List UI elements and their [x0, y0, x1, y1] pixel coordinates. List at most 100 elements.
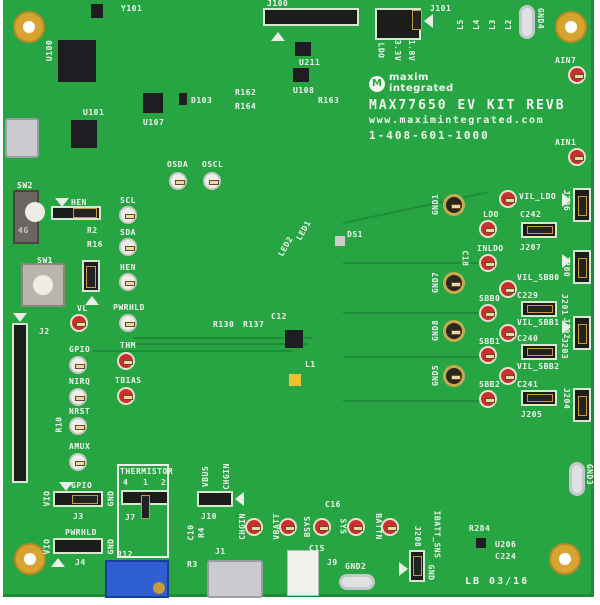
usb-connector-j1[interactable]	[207, 560, 263, 598]
test-point-vbatt[interactable]	[279, 518, 297, 536]
test-point-sbb0[interactable]	[479, 304, 497, 322]
test-point-pwrhld[interactable]	[119, 314, 137, 332]
label-vil-sbb0: VIL_SBB0	[517, 273, 560, 282]
jumper-shunt[interactable]	[141, 495, 150, 519]
jumper-shunt[interactable]	[578, 324, 587, 344]
label-battn: BATTN	[373, 513, 383, 540]
label-chgin: CHGIN	[237, 513, 247, 540]
test-point-vl[interactable]	[70, 314, 88, 332]
label-gnd4: GND4	[536, 7, 546, 30]
test-point-vil-sbb2[interactable]	[499, 367, 517, 385]
battery-connector-j9[interactable]	[287, 550, 319, 596]
test-point-amux[interactable]	[69, 453, 87, 471]
jumper-shunt[interactable]	[72, 495, 98, 504]
test-point-ain1[interactable]	[568, 148, 586, 166]
test-point-tbias[interactable]	[117, 387, 135, 405]
label-gnd-j4: GND	[106, 538, 116, 555]
test-point-sbb2[interactable]	[479, 390, 497, 408]
label-sda: SDA	[120, 228, 136, 237]
mounting-hole	[555, 11, 587, 43]
test-point-gpio[interactable]	[69, 356, 87, 374]
test-point-ldo[interactable]	[479, 220, 497, 238]
label-bsys: BSYS	[303, 515, 313, 538]
brand-line1: maxim	[389, 72, 429, 83]
test-point-oscl[interactable]	[203, 172, 221, 190]
jumper-shunt[interactable]	[578, 258, 587, 278]
label-therm-4: 4	[123, 478, 129, 487]
label-scl: SCL	[120, 196, 136, 205]
gnd4-loop[interactable]	[519, 5, 535, 39]
maxim-logo-icon: M	[369, 76, 385, 92]
test-point-nrst[interactable]	[69, 417, 87, 435]
test-point-sbb1[interactable]	[479, 346, 497, 364]
jumper-shunt[interactable]	[527, 226, 553, 234]
label-gnd1: GND1	[431, 193, 441, 216]
test-point-gnd5[interactable]	[443, 365, 465, 387]
label-j7: J7	[125, 513, 136, 522]
sw2-rating: 4G	[18, 226, 29, 235]
mounting-hole	[549, 543, 581, 575]
pin1-marker	[562, 193, 571, 207]
label-therm-2: 2	[161, 478, 167, 487]
test-point-gnd7[interactable]	[443, 272, 465, 294]
jumper-shunt[interactable]	[527, 394, 553, 402]
test-point-sys[interactable]	[347, 518, 365, 536]
test-point-sda[interactable]	[119, 238, 137, 256]
potentiometer-screw-icon[interactable]	[153, 582, 165, 594]
jumper-shunt[interactable]	[73, 208, 97, 218]
slide-switch-sw2[interactable]	[13, 190, 45, 244]
test-point-bsys[interactable]	[313, 518, 331, 536]
test-point-vil-sbb1[interactable]	[499, 324, 517, 342]
test-point-scl[interactable]	[119, 206, 137, 224]
test-point-gnd1[interactable]	[443, 194, 465, 216]
jumper-shunt[interactable]	[527, 348, 553, 356]
label-j4-pwrhld: PWRHLD	[65, 528, 97, 537]
label-j101: J101	[430, 4, 452, 13]
test-point-ain7[interactable]	[568, 66, 586, 84]
push-button-sw1[interactable]	[21, 263, 65, 307]
test-point-vil-ldo[interactable]	[499, 190, 517, 208]
label-vil-sbb1: VIL_SBB1	[517, 318, 560, 327]
test-point-osda[interactable]	[169, 172, 187, 190]
jumper-shunt[interactable]	[86, 266, 96, 288]
label-sys: SYS	[338, 518, 348, 535]
thermistor-section	[117, 464, 169, 558]
test-point-hen[interactable]	[119, 273, 137, 291]
label-j203: J203	[560, 337, 570, 360]
label-sbb2: SBB2	[479, 380, 501, 389]
label-l4: L4	[471, 19, 481, 30]
label-gnd3: GND3	[585, 463, 595, 486]
jumper-shunt[interactable]	[527, 305, 553, 313]
jumper-j4[interactable]	[53, 538, 103, 554]
test-point-inldo[interactable]	[479, 254, 497, 272]
label-c12: C12	[271, 312, 287, 321]
header-j100[interactable]	[263, 8, 359, 26]
gnd2-loop[interactable]	[339, 574, 375, 590]
jumper-shunt[interactable]	[578, 196, 587, 216]
gnd3-loop[interactable]	[569, 462, 585, 496]
test-point-thm[interactable]	[117, 352, 135, 370]
jumper-shunt[interactable]	[412, 10, 422, 30]
jumper-j10[interactable]	[197, 491, 233, 507]
test-point-battn[interactable]	[381, 518, 399, 536]
board-website: www.maximintegrated.com	[369, 115, 545, 126]
label-ldo: LDO	[483, 210, 499, 219]
usb-connector-top[interactable]	[5, 118, 39, 158]
test-point-chgin[interactable]	[245, 518, 263, 536]
test-point-vil-sbb0[interactable]	[499, 280, 517, 298]
trace	[343, 400, 483, 402]
label-vl: VL	[77, 304, 88, 313]
test-point-nirq[interactable]	[69, 388, 87, 406]
label-r12: R12	[117, 550, 133, 559]
label-j204: J204	[562, 387, 572, 410]
jumper-shunt[interactable]	[578, 396, 587, 416]
test-point-gnd8[interactable]	[443, 320, 465, 342]
crystal-y101	[91, 4, 103, 18]
ic-u107	[143, 93, 163, 113]
label-sw2: SW2	[17, 181, 33, 190]
jumper-shunt[interactable]	[413, 556, 422, 576]
header-j2[interactable]	[12, 323, 28, 483]
label-r4: R4	[196, 527, 206, 538]
label-thm: THM	[120, 341, 136, 350]
label-u211: U211	[299, 58, 321, 67]
